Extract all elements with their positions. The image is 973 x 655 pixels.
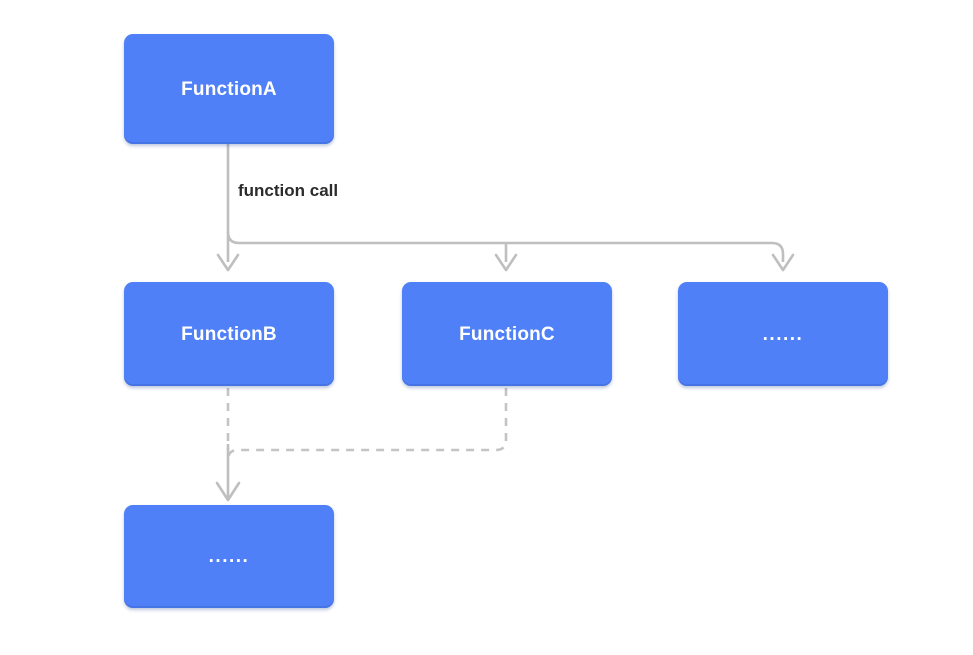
node-ellipsis-right[interactable]: ...... (678, 282, 888, 386)
node-ellipsis-bottom-label: ...... (208, 546, 250, 567)
edge-drop-to-bottom-ellipsis (215, 444, 241, 502)
edge-label-function-call: function call (238, 181, 339, 200)
node-functionc-label: FunctionC (459, 323, 555, 345)
node-ellipsis-right-label: ...... (762, 323, 804, 345)
node-functionc[interactable]: FunctionC (402, 282, 612, 386)
node-ellipsis-bottom[interactable]: ...... (124, 505, 334, 608)
node-functionb[interactable]: FunctionB (124, 282, 334, 386)
node-functiona-label: FunctionA (181, 78, 277, 100)
arrowhead-to-bottom-ellipsis (215, 481, 241, 502)
node-functiona[interactable]: FunctionA (124, 34, 334, 144)
node-functionb-label: FunctionB (181, 323, 277, 345)
bus-line (226, 231, 785, 262)
arrowhead-to-ellipsis-right (771, 253, 795, 272)
edge-functionc-to-ellipsis (226, 388, 508, 461)
arrowhead-to-functionc (494, 253, 518, 272)
arrowhead-to-functionb (216, 253, 240, 272)
dashed-line-from-functionc (226, 388, 508, 461)
edge-function-call-bus (216, 144, 795, 272)
